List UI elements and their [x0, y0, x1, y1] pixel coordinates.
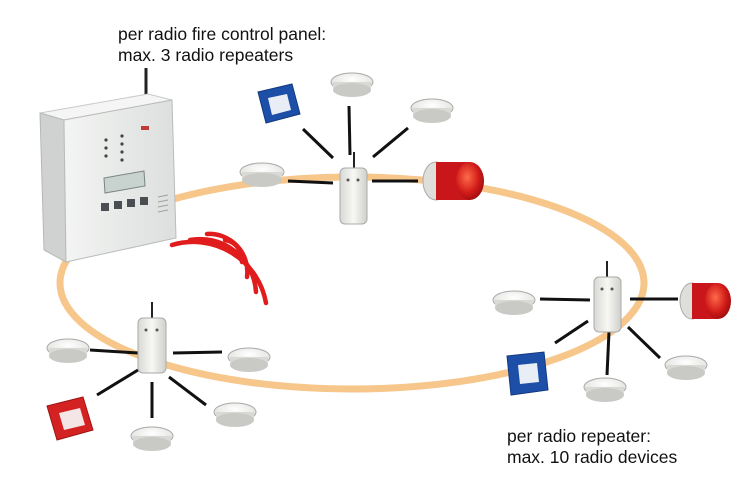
- manual-call-point-icon: [506, 351, 549, 396]
- manual-call-point-icon: [257, 83, 301, 124]
- smoke-detector-icon: [213, 402, 257, 427]
- smoke-detector-icon: [583, 377, 627, 402]
- radio-repeater-icon: [137, 302, 167, 374]
- smoke-detector-icon: [130, 426, 174, 451]
- repeater-cluster-left: [89, 348, 223, 418]
- repeater-capacity-caption-line-2: max. 10 radio devices: [507, 447, 678, 467]
- smoke-detector-icon: [239, 162, 285, 187]
- smoke-detector-icon: [46, 338, 90, 363]
- panel-capacity-caption: per radio fire control panel: max. 3 rad…: [118, 24, 326, 66]
- repeater-capacity-caption-line-1: per radio repeater:: [507, 426, 651, 446]
- radio-repeater-icon: [593, 261, 622, 333]
- smoke-detector-icon: [227, 347, 271, 372]
- manual-call-point-icon: [46, 396, 94, 441]
- repeater-cluster-right: [539, 297, 678, 376]
- radio-waves-icon: [169, 231, 269, 306]
- radio-repeater-icon: [339, 152, 368, 225]
- panel-capacity-caption-line-1: per radio fire control panel:: [118, 24, 327, 44]
- smoke-detector-icon: [664, 355, 708, 380]
- sounder-icon: [679, 282, 731, 320]
- fire-control-panel-icon: [39, 68, 177, 263]
- repeater-cluster-top: [287, 105, 418, 185]
- smoke-detector-icon: [330, 72, 374, 97]
- repeater-capacity-caption: per radio repeater: max. 10 radio device…: [507, 426, 677, 468]
- panel-capacity-caption-line-2: max. 3 radio repeaters: [118, 45, 294, 65]
- smoke-detector-icon: [410, 98, 454, 123]
- smoke-detector-icon: [492, 290, 536, 315]
- sounder-icon: [422, 161, 484, 201]
